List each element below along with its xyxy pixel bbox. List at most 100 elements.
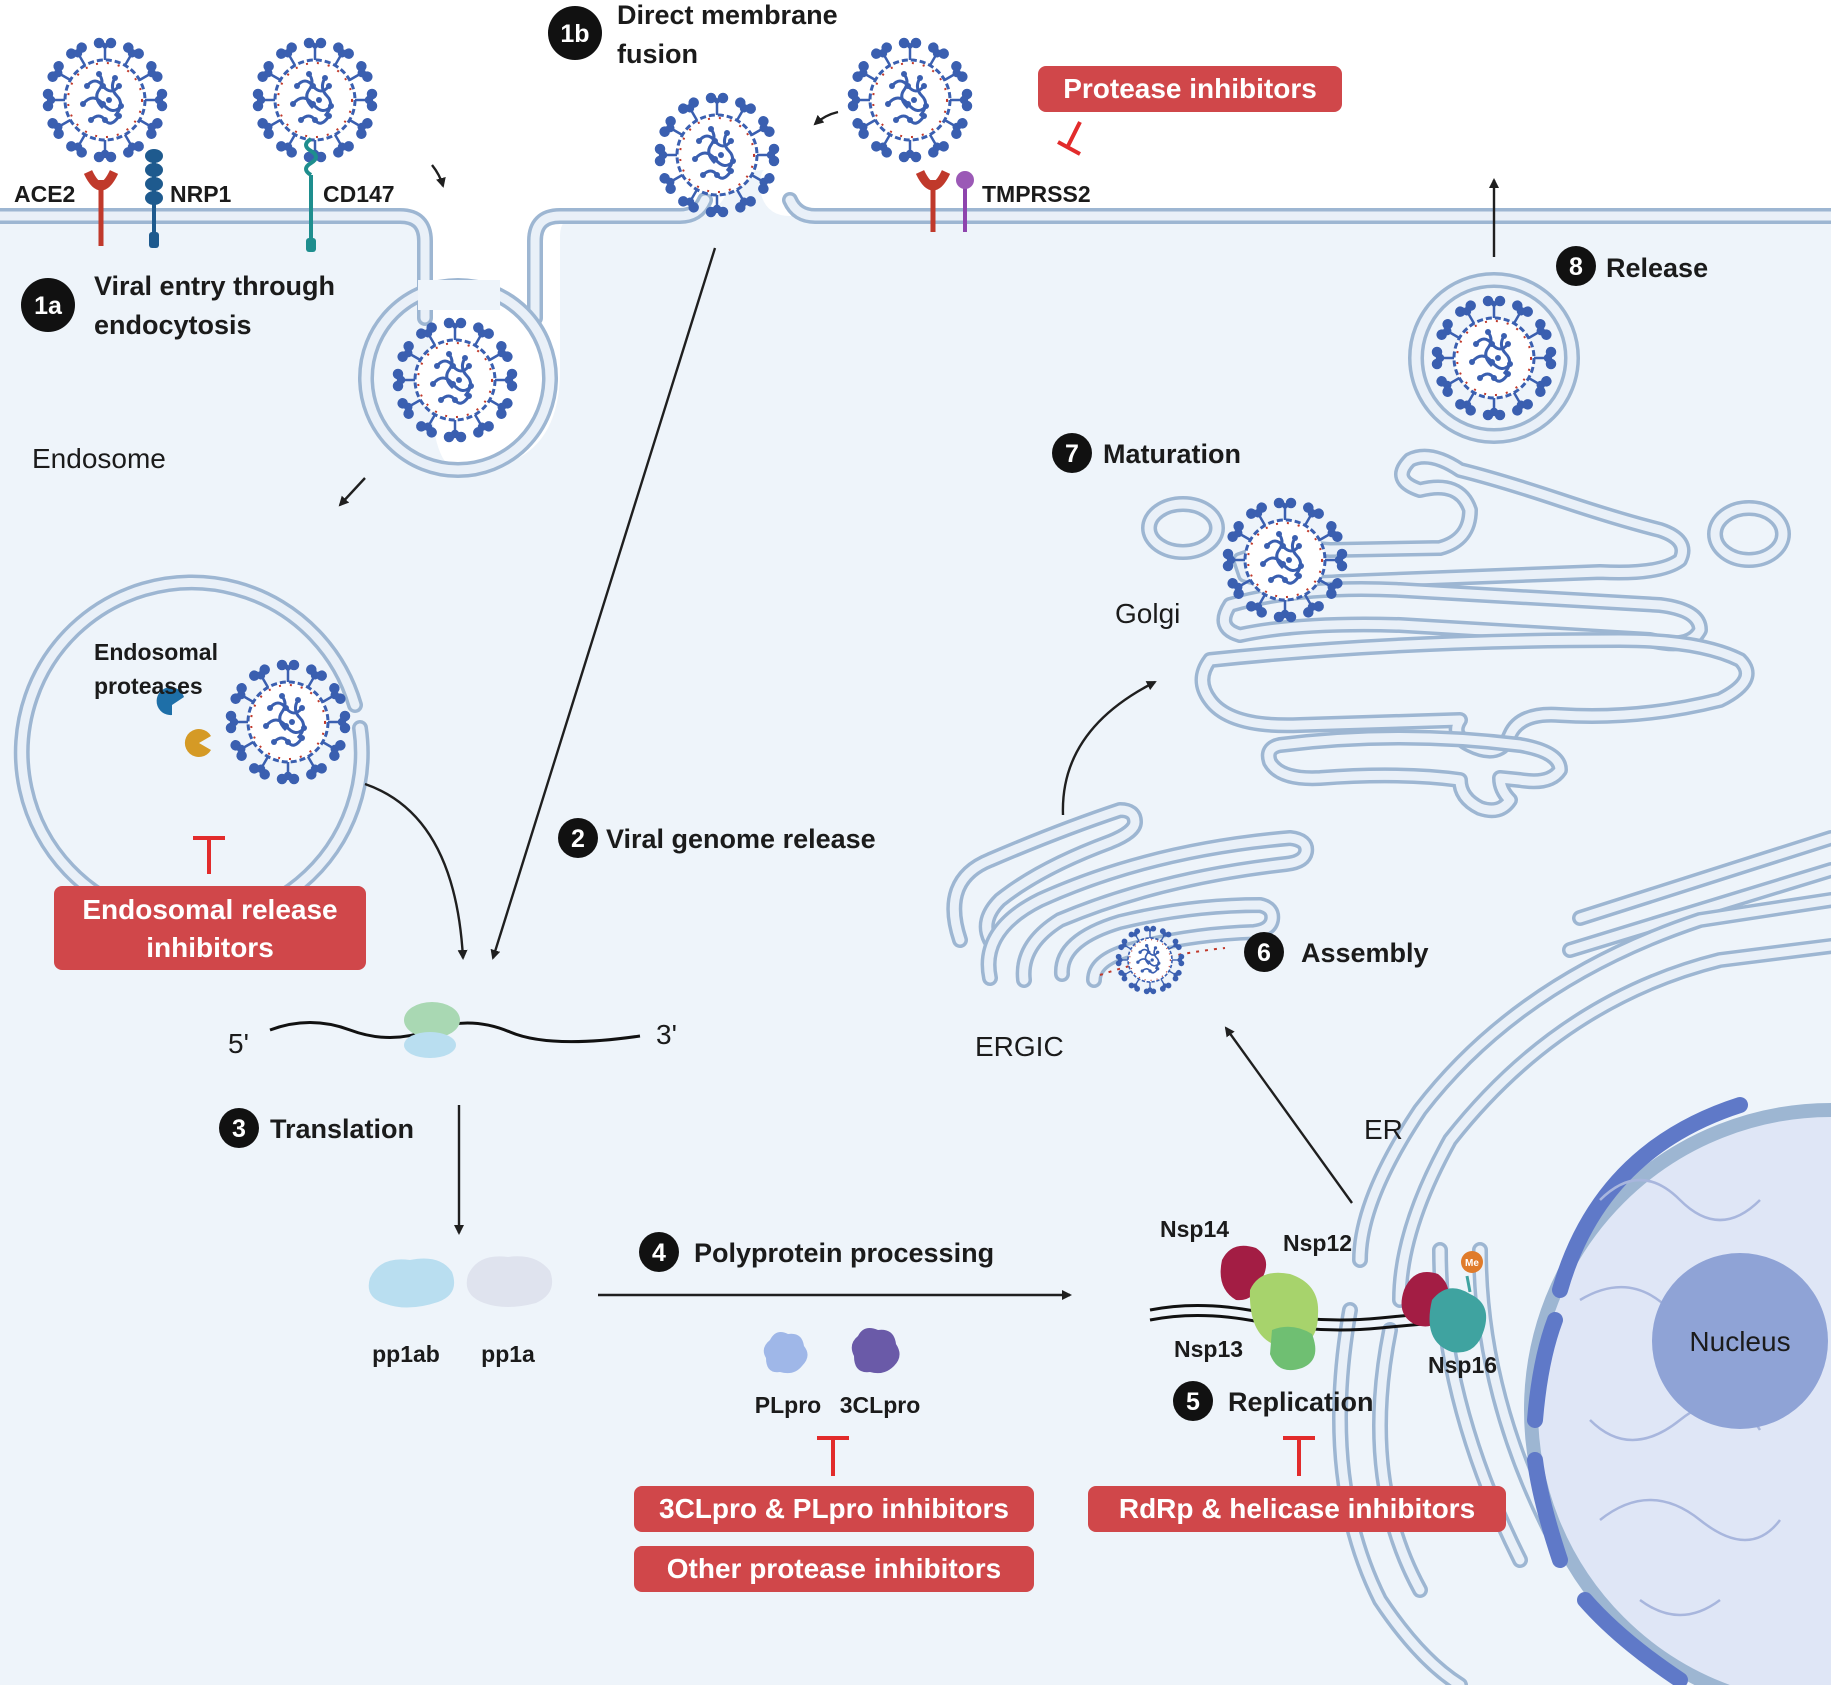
step-1b-title-line2: fusion [617, 39, 698, 69]
endosome-label: Endosome [32, 443, 166, 474]
replication-to-assembly-arrow [1224, 1026, 1353, 1204]
polyproteins: pp1ab pp1a [368, 1256, 553, 1367]
step-6-badge: 6 [1257, 939, 1271, 967]
rdrp-helicase-inhibitors-label: RdRp & helicase inhibitors [1119, 1493, 1475, 1524]
step-6-title: Assembly [1301, 938, 1429, 968]
endocytic-vesicle [358, 278, 558, 478]
ergic: ERGIC [946, 802, 1315, 1062]
release-vesicle [1408, 272, 1580, 444]
fusion-approach-arrow [813, 110, 839, 126]
endosome-arrow [338, 477, 366, 507]
nsp14-label: Nsp14 [1160, 1216, 1229, 1242]
ace2-label: ACE2 [14, 181, 75, 207]
step-1b-title-line1: Direct membrane [617, 0, 838, 30]
viral-rna: 5' 3' [228, 1002, 677, 1059]
three-prime-label: 3' [656, 1019, 677, 1050]
3clpro-label: 3CLpro [840, 1392, 921, 1418]
pp1a-shape [466, 1256, 553, 1307]
viral-proteases: PLpro 3CLpro [755, 1328, 920, 1418]
step-1a-title-line1: Viral entry through [94, 271, 335, 301]
golgi-label: Golgi [1115, 598, 1180, 629]
golgi: Golgi [1115, 448, 1791, 819]
entry-arrow [431, 164, 446, 188]
me-label: Me [1465, 1258, 1479, 1269]
protease-inhibitors-label: Protease inhibitors [1063, 73, 1317, 104]
step-1a: 1a Viral entry through endocytosis [21, 271, 335, 340]
ergic-label: ERGIC [975, 1031, 1064, 1062]
step-5-badge: 5 [1186, 1388, 1200, 1416]
step-7: 7 Maturation [1052, 433, 1241, 473]
tmprss2-receptors [915, 169, 974, 232]
endosomal-inhibitors-line1: Endosomal release [82, 894, 337, 925]
endosomal-proteases-label-2: proteases [94, 673, 203, 699]
step-1b: 1b Direct membrane fusion [548, 0, 838, 69]
nsp13-label: Nsp13 [1174, 1336, 1243, 1362]
nsp12-label: Nsp12 [1283, 1230, 1352, 1256]
step-8-badge: 8 [1569, 253, 1583, 281]
tmprss2-label: TMPRSS2 [982, 181, 1091, 207]
step-2: 2 Viral genome release [558, 818, 876, 858]
ace2-receptor [83, 169, 119, 246]
ribosome-large [404, 1002, 460, 1038]
endosomal-release-inhibitors-callout: Endosomal release inhibitors [54, 836, 366, 970]
step-5: 5 Replication [1173, 1381, 1374, 1421]
endosomal-proteases-label-1: Endosomal [94, 639, 218, 665]
3clpro-shape [851, 1328, 900, 1374]
step-1a-title-line2: endocytosis [94, 310, 252, 340]
cd147-receptor [304, 137, 318, 252]
virion-ace2 [42, 37, 168, 163]
step-1b-badge: 1b [560, 20, 589, 48]
ribosome-small [404, 1032, 456, 1058]
step-5-title: Replication [1228, 1387, 1374, 1417]
step-2-badge: 2 [571, 825, 585, 853]
replication-complex: Me Nsp14 Nsp12 Nsp13 Nsp16 [1149, 1216, 1497, 1378]
step-3: 3 Translation [219, 1108, 414, 1148]
endosomal-inhibitors-line2: inhibitors [146, 932, 274, 963]
step-2-title: Viral genome release [606, 824, 876, 854]
protease-pacman-blue [156, 687, 184, 716]
five-prime-label: 5' [228, 1028, 249, 1059]
step-3-badge: 3 [232, 1115, 246, 1143]
nucleus-label: Nucleus [1689, 1326, 1790, 1357]
step-7-title: Maturation [1103, 439, 1241, 469]
nrp1-label: NRP1 [170, 181, 232, 207]
step-8: 8 Release [1556, 246, 1708, 286]
step-4: 4 Polyprotein processing [639, 1232, 994, 1272]
plpro-shape [763, 1332, 808, 1374]
nsp16-label: Nsp16 [1428, 1352, 1497, 1378]
step-badge [21, 278, 75, 332]
step-6: 6 Assembly [1244, 932, 1429, 972]
step-4-badge: 4 [652, 1239, 666, 1267]
step-1a-badge: 1a [34, 292, 63, 320]
plasma-membrane [0, 192, 1831, 326]
virion-tmprss2 [847, 37, 973, 163]
nsp13-shape [1270, 1326, 1316, 1371]
pp1ab-shape [368, 1258, 455, 1308]
step-3-title: Translation [270, 1114, 414, 1144]
methyl-group [1461, 1251, 1483, 1273]
endosome: Endosomal proteases [13, 574, 370, 931]
er-label: ER [1364, 1114, 1403, 1145]
virion-cd147 [252, 37, 378, 163]
cd147-label: CD147 [323, 181, 395, 207]
3clpro-plpro-inhibitors-label: 3CLpro & PLpro inhibitors [659, 1493, 1009, 1524]
nucleolus [1652, 1253, 1828, 1429]
fusion-to-genome-arrow [490, 247, 717, 960]
step-4-title: Polyprotein processing [694, 1238, 994, 1268]
protease-inhibitor-callouts: 3CLpro & PLpro inhibitors Other protease… [634, 1436, 1034, 1592]
pp1ab-label: pp1ab [372, 1341, 440, 1367]
plpro-label: PLpro [755, 1392, 821, 1418]
ergic-to-golgi-arrow [1061, 680, 1157, 816]
nsp16-shape [1429, 1288, 1487, 1353]
step-7-badge: 7 [1065, 440, 1079, 468]
pp1a-label: pp1a [481, 1341, 535, 1367]
protease-inhibitors-callout: Protease inhibitors [1038, 66, 1342, 156]
rdrp-helicase-inhibitors-callout: RdRp & helicase inhibitors [1088, 1436, 1506, 1532]
nucleus: Nucleus [1524, 1097, 1831, 1685]
protease-pacman-gold [184, 729, 211, 757]
step-8-title: Release [1606, 253, 1708, 283]
other-protease-inhibitors-label: Other protease inhibitors [667, 1553, 1002, 1584]
endosome-to-genome-arrow [364, 782, 468, 960]
